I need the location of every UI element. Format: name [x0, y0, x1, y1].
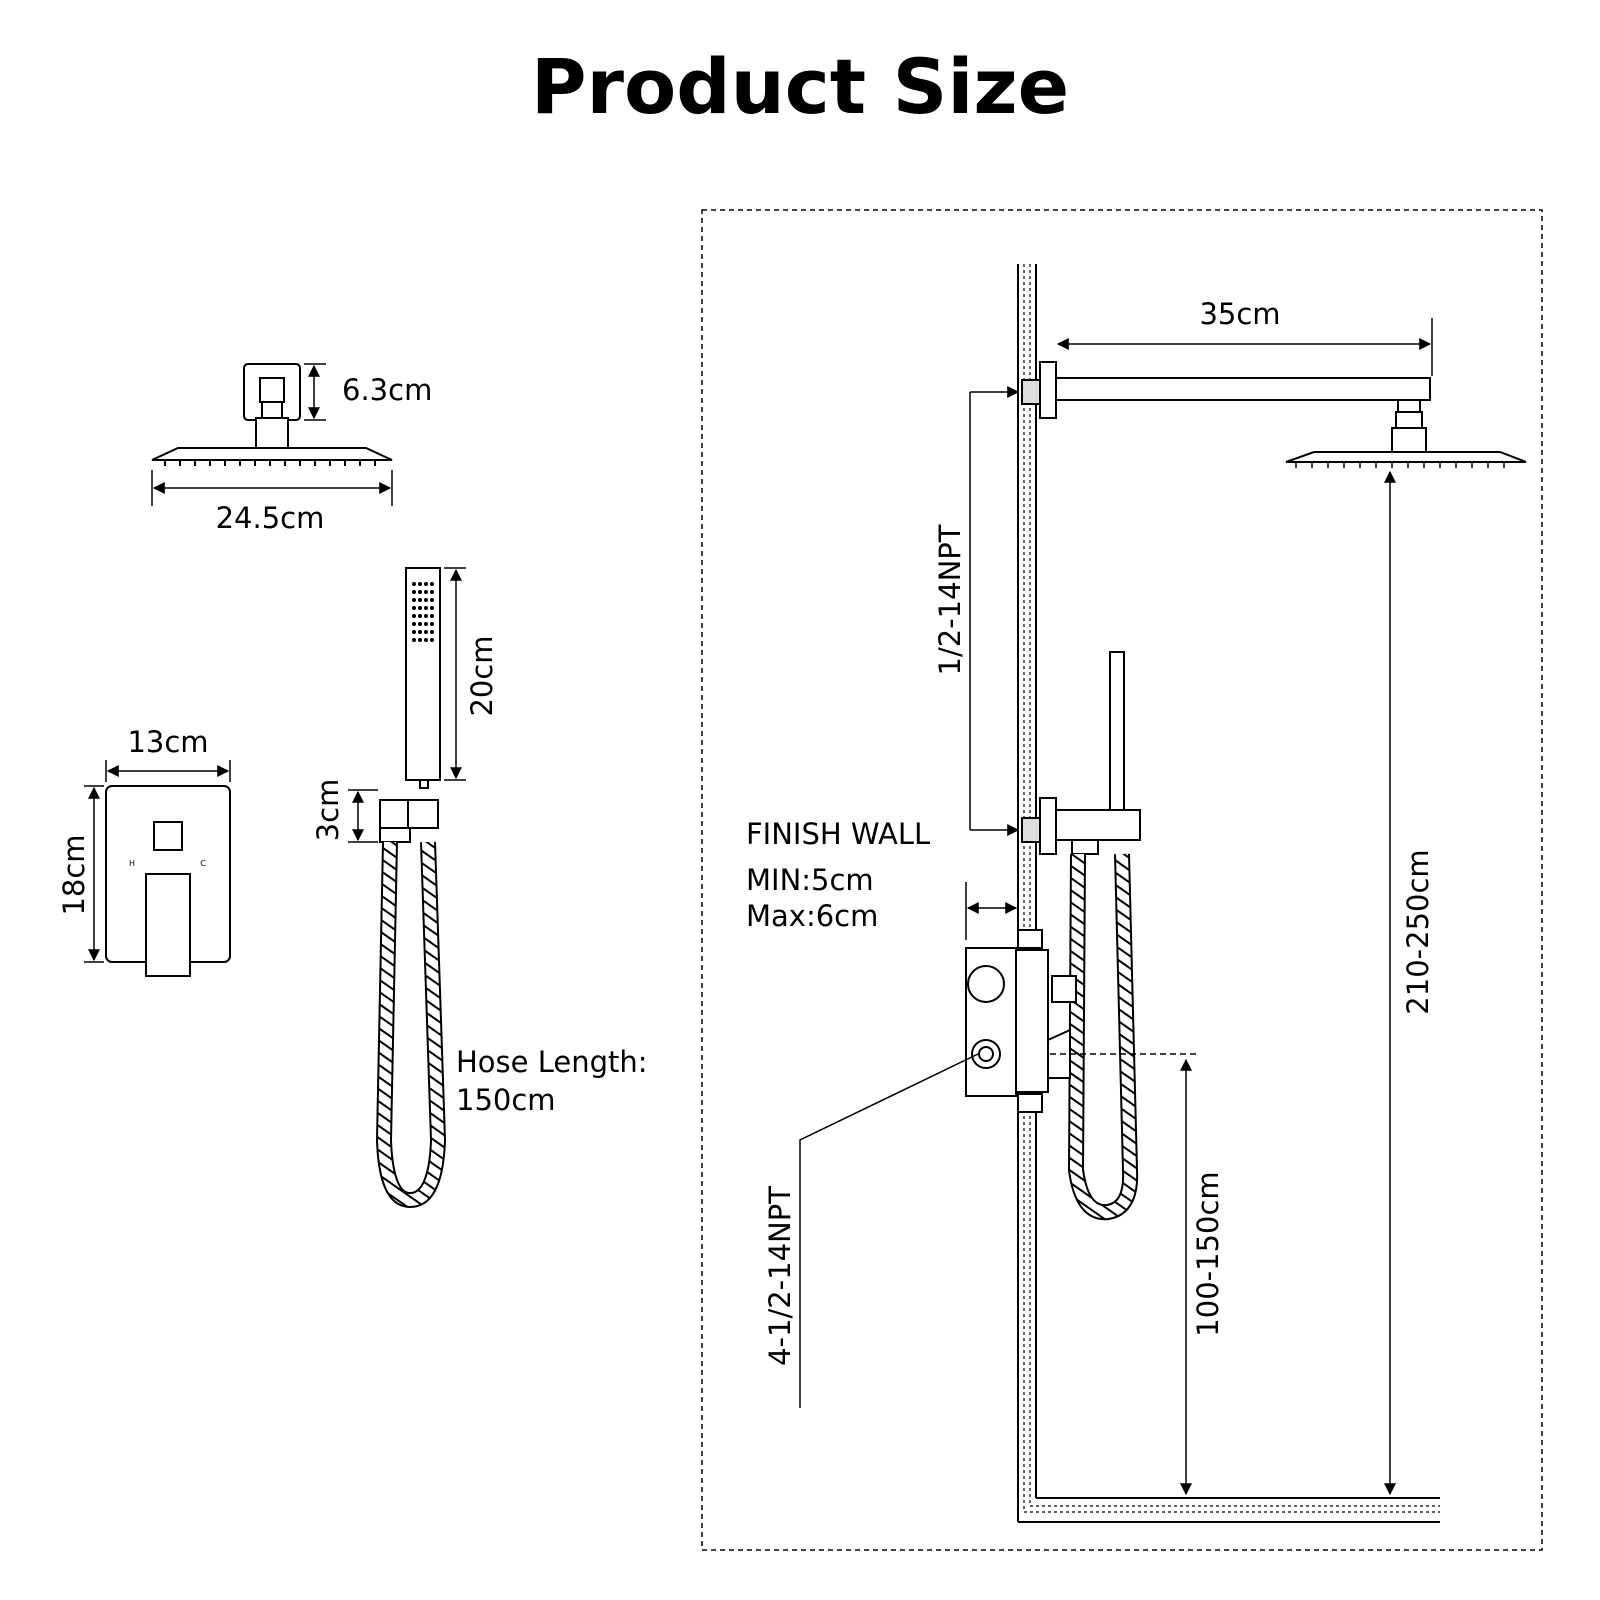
handheld-length-label: 20cm — [465, 635, 499, 716]
cold-mark: C — [200, 859, 206, 868]
spray-nozzles — [412, 582, 434, 642]
head-plate — [151, 447, 393, 461]
dim-holder-height — [348, 789, 378, 843]
arm-tube — [1055, 377, 1431, 401]
valve-inlet-core — [978, 1046, 994, 1062]
diverter-knob — [153, 821, 183, 851]
valve-thread-leader — [799, 1053, 979, 1408]
head-connector — [255, 417, 289, 449]
handheld-shower — [379, 567, 441, 843]
holder-height-label: 3cm — [311, 779, 345, 842]
wall-handheld — [1021, 651, 1141, 855]
handheld-neck — [419, 779, 429, 789]
wall-handheld-body — [1109, 651, 1125, 811]
wall-min-label: MIN:5cm — [746, 863, 874, 897]
valve-handle — [145, 873, 191, 977]
head-width-label: 24.5cm — [216, 501, 325, 535]
nozzle-row — [164, 460, 376, 466]
shower-arm — [1021, 361, 1527, 463]
outlet-flange — [1039, 797, 1057, 855]
valve-height-label: 100-150cm — [1191, 1171, 1225, 1336]
finish-wall-label: FINISH WALL — [746, 817, 930, 851]
arm-thread-pointer — [969, 386, 1020, 836]
hose-length-label: Hose Length: — [456, 1045, 648, 1079]
arm-swivel — [1395, 411, 1423, 429]
arm-thread-fitting — [1021, 379, 1041, 405]
holder-left — [379, 799, 409, 829]
dim-plate-width — [105, 760, 231, 782]
head-neck — [1391, 427, 1427, 455]
valve-trim-plate — [105, 785, 231, 977]
rain-shower-head — [151, 363, 393, 466]
trim-knob — [1051, 975, 1077, 1003]
rain-head-installed — [1285, 451, 1527, 463]
arm-length-label: 35cm — [1199, 297, 1280, 331]
dim-handheld-length — [444, 567, 466, 781]
hose-length-value: 150cm — [456, 1083, 556, 1117]
valve-bottom-cap — [1017, 1093, 1043, 1113]
installation-frame — [701, 209, 1543, 1551]
dim-plate-height — [84, 785, 104, 963]
mount-inner — [259, 377, 285, 403]
dim-mount-height — [304, 363, 326, 421]
head-height-label: 210-250cm — [1401, 849, 1435, 1014]
valve-cartridge-box — [1015, 949, 1049, 1093]
rough-in-valve — [965, 929, 1077, 1113]
outlet-holder — [1055, 809, 1141, 841]
plate-height-label: 18cm — [57, 834, 91, 915]
wall-hose — [1069, 853, 1137, 1219]
dim-head-width — [151, 470, 393, 506]
outlet-nut — [1071, 839, 1099, 855]
handheld-body — [405, 567, 441, 781]
rain-head-nozzles — [1295, 462, 1505, 468]
hose-nut — [379, 827, 411, 843]
arm-drop — [1397, 399, 1421, 413]
outlet-thread-fitting — [1021, 817, 1041, 843]
wall-max-label: Max:6cm — [746, 899, 878, 933]
swivel-joint — [261, 401, 283, 419]
page-title: Product Size — [530, 42, 1070, 131]
valve-thread-label: 4-1/2-14NPT — [763, 1186, 797, 1366]
dim-wall-thickness — [965, 882, 1018, 940]
dim-arm-length — [1056, 318, 1433, 376]
arm-flange — [1039, 361, 1057, 419]
valve-top-cap — [1017, 929, 1043, 949]
plate-width-label: 13cm — [127, 725, 208, 759]
trim-lever — [1047, 1028, 1071, 1079]
arm-thread-label: 1/2-14NPT — [933, 524, 967, 675]
finish-wall — [1017, 264, 1440, 1523]
mount-height-label: 6.3cm — [342, 373, 432, 407]
hot-mark: H — [129, 859, 135, 868]
hose — [377, 841, 445, 1207]
holder-right — [407, 799, 439, 829]
valve-diverter-port — [967, 965, 1005, 1003]
